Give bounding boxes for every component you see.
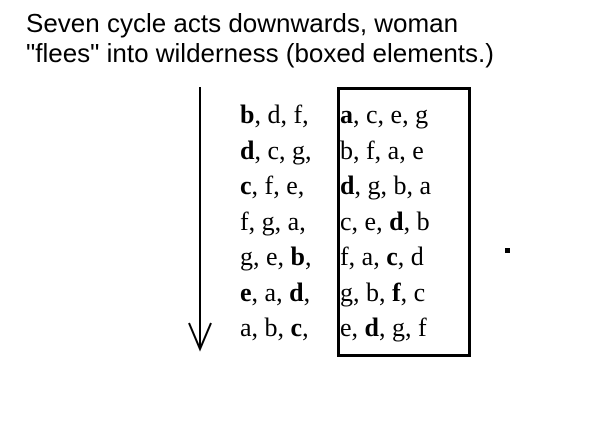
letter: d — [340, 171, 355, 200]
letter: e — [364, 206, 377, 236]
letter: f — [293, 100, 303, 129]
letter: b — [340, 135, 353, 165]
right-group: a, c, e, g — [340, 100, 429, 129]
letter: e — [340, 313, 352, 342]
grid-row: g, e, b, f, a, c, d — [240, 242, 424, 277]
left-group: e, a, d, — [240, 277, 311, 307]
letter: c — [413, 277, 426, 307]
letter: f — [392, 277, 401, 307]
letter: a — [264, 277, 277, 307]
letter: f — [340, 242, 349, 271]
letter: f — [240, 206, 249, 236]
letter: a — [361, 242, 374, 271]
letter: c — [340, 206, 352, 236]
letter: e — [390, 100, 403, 129]
letter: b — [393, 171, 407, 200]
letter: d — [364, 313, 380, 342]
right-group: c, e, d, b — [340, 206, 430, 236]
grid-row: a, b, c, e, d, g, f — [240, 313, 427, 348]
grid-row: c, f, e, d, g, b, a — [240, 171, 431, 206]
right-group: f, a, c, d — [340, 242, 424, 271]
letter: b — [366, 277, 379, 307]
letter: f — [418, 313, 427, 342]
dot-mark — [505, 248, 510, 253]
letter: e — [286, 171, 298, 200]
letter: g — [392, 313, 406, 342]
letter: a — [340, 100, 353, 129]
letter: d — [289, 277, 304, 307]
letter: c — [386, 242, 398, 271]
letter: c — [290, 313, 303, 342]
letter: b — [416, 206, 430, 236]
grid-row: d, c, g, b, f, a, e — [240, 136, 424, 171]
right-group: e, d, g, f — [340, 313, 427, 342]
letter: d — [410, 242, 424, 271]
letter: a — [419, 171, 432, 200]
letter: g — [415, 100, 429, 129]
grid-row: b, d, f, a, c, e, g — [240, 100, 428, 135]
letter: f — [264, 171, 274, 200]
boxed-elements-frame — [337, 87, 471, 357]
letter: g — [292, 135, 306, 165]
letter: c — [240, 171, 252, 200]
letter: e — [412, 135, 424, 165]
letter: f — [366, 135, 375, 165]
letter: c — [267, 135, 280, 165]
letter: e — [240, 277, 252, 307]
grid-row: f, g, a, c, e, d, b — [240, 207, 430, 242]
letter: b — [264, 313, 278, 342]
letter: a — [387, 135, 400, 165]
letter: b — [240, 100, 255, 129]
left-group: a, b, c, — [240, 313, 309, 342]
left-group: b, d, f, — [240, 100, 309, 129]
right-group: g, b, f, c — [340, 277, 426, 307]
letter: d — [267, 100, 281, 129]
letter: e — [266, 242, 278, 271]
letter: c — [366, 100, 378, 129]
letter: g — [261, 206, 275, 236]
letter: a — [287, 206, 300, 236]
letter: b — [290, 242, 306, 271]
letter: d — [389, 206, 404, 236]
diagram-title: Seven cycle acts downwards, woman "flees… — [26, 8, 494, 68]
letter: g — [367, 171, 381, 200]
letter: g — [340, 277, 353, 307]
left-group: g, e, b, — [240, 242, 312, 271]
left-group: c, f, e, — [240, 171, 305, 200]
right-group: d, g, b, a — [340, 171, 432, 200]
left-group: f, g, a, — [240, 206, 306, 236]
letter: g — [240, 242, 253, 271]
right-group: b, f, a, e — [340, 135, 424, 165]
down-arrow-icon — [188, 87, 212, 352]
grid-row: e, a, d, g, b, f, c — [240, 278, 425, 313]
left-group: d, c, g, — [240, 135, 312, 165]
letter: a — [240, 313, 252, 342]
letter: d — [240, 135, 255, 165]
